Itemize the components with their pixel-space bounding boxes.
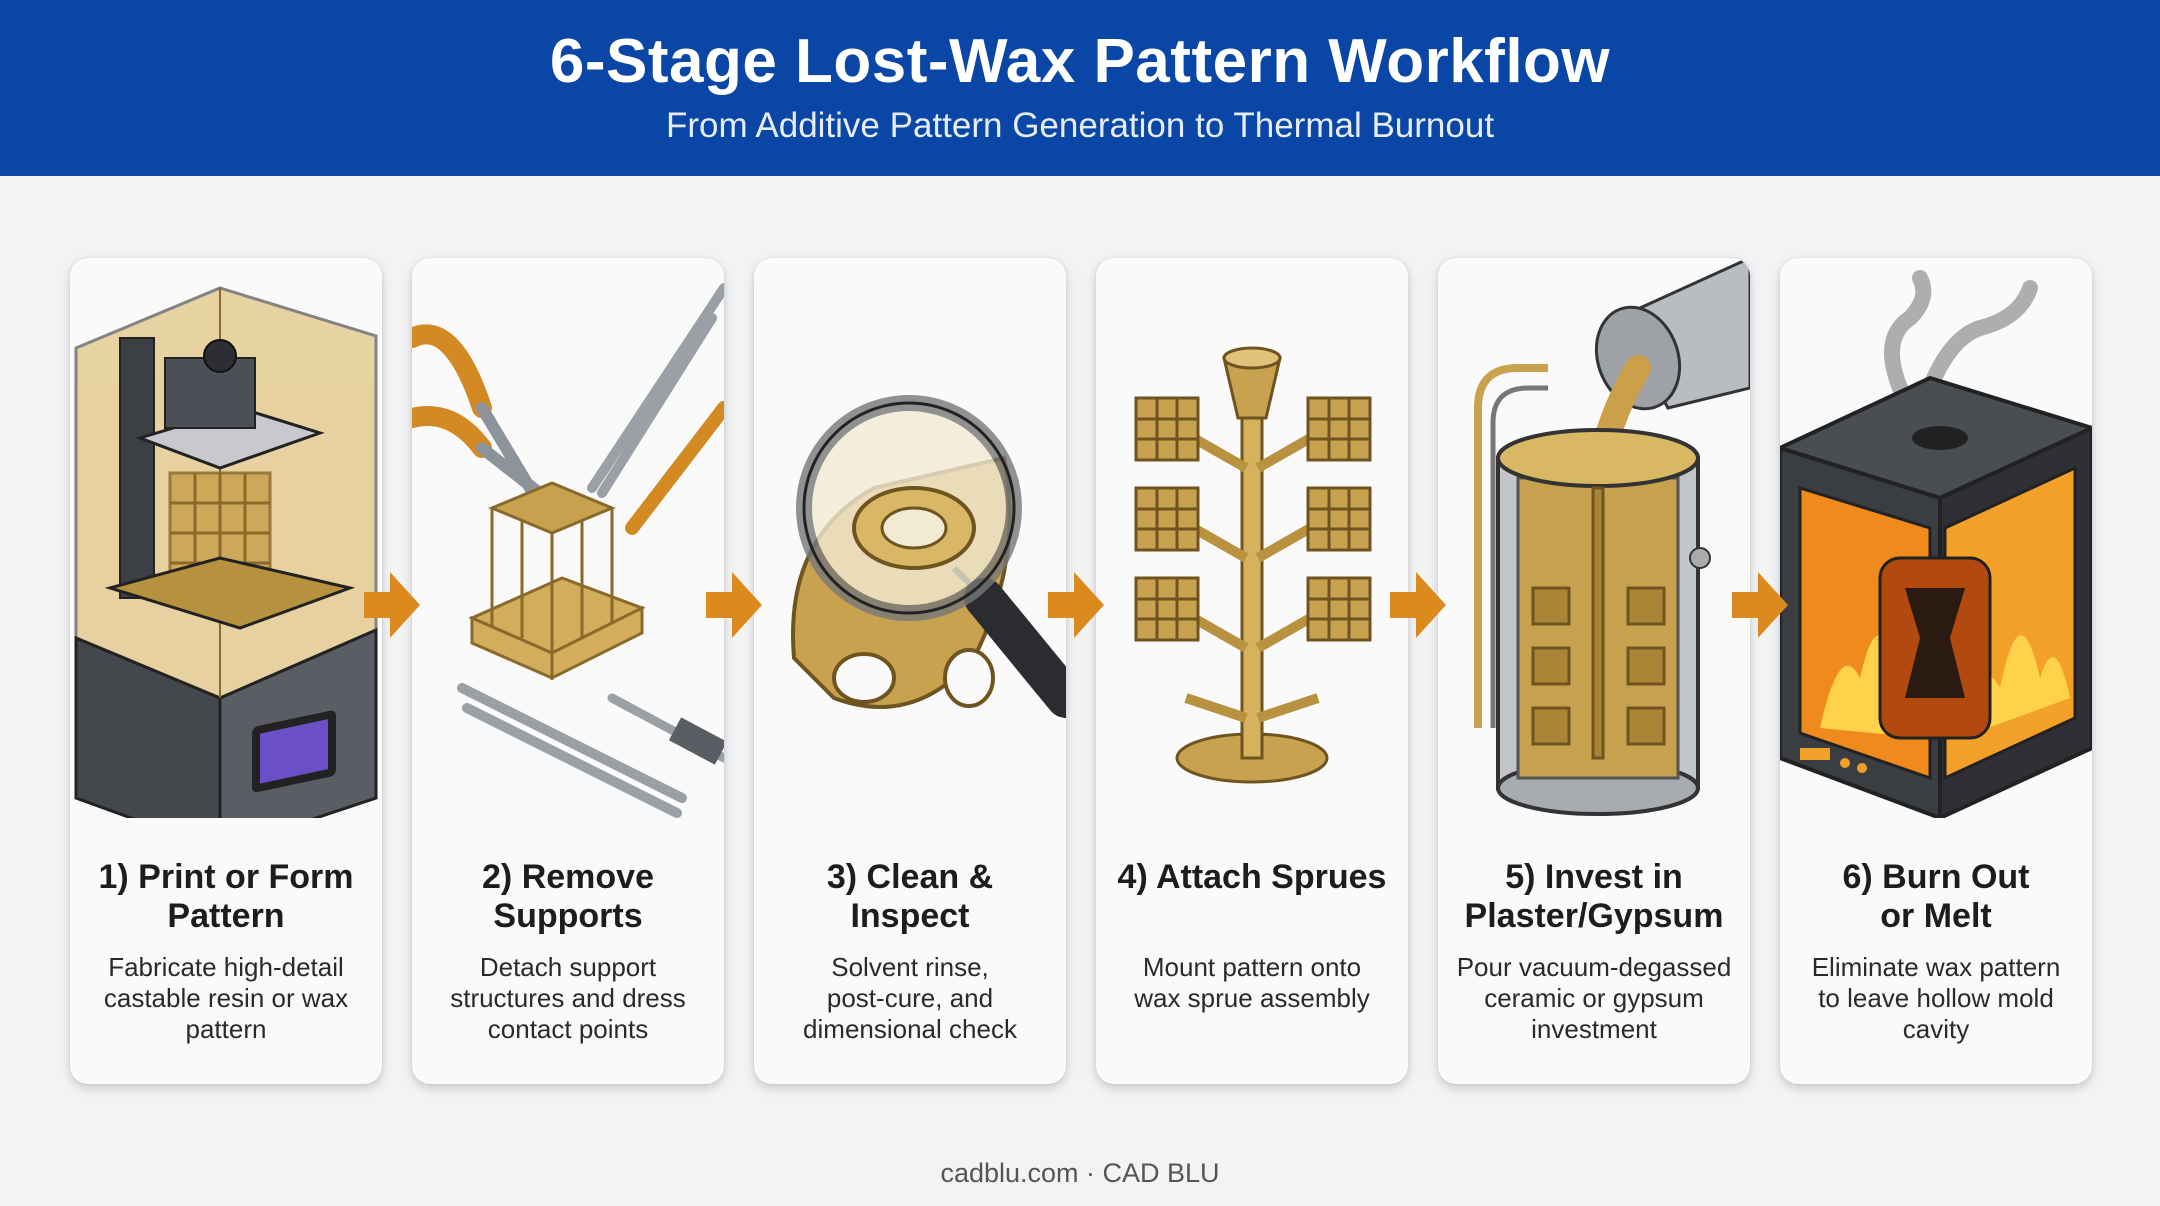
magnifying-glass-ring-icon xyxy=(791,395,1066,718)
stage-4-title: 4) Attach Sprues xyxy=(1117,858,1387,896)
flow-arrow-4-to-5 xyxy=(1390,572,1446,638)
flow-arrow-3-to-4 xyxy=(1048,572,1104,638)
flow-arrow-2-to-3 xyxy=(706,572,762,638)
header-banner: 6-Stage Lost-Wax Pattern Workflow From A… xyxy=(0,0,2160,176)
page-title: 6-Stage Lost-Wax Pattern Workflow xyxy=(549,27,1611,96)
flow-arrow-1-to-2 xyxy=(364,572,420,638)
pliers-and-tweezers-icon xyxy=(412,283,724,818)
flow-arrow-5-to-6 xyxy=(1732,572,1788,638)
burnout-furnace-icon xyxy=(1780,270,2092,818)
page-subtitle: From Additive Pattern Generation to Ther… xyxy=(665,106,1495,145)
investment-flask-icon xyxy=(1474,258,1750,816)
stage-card-3: 3) Clean &Inspect Solvent rinse,post-cur… xyxy=(754,258,1066,1084)
sprue-tree-icon xyxy=(1134,346,1372,784)
footer-credit[interactable]: cadblu.com · CAD BLU xyxy=(940,1158,1220,1188)
resin-3d-printer-icon xyxy=(74,286,378,818)
stage-3-title: 3) Clean &Inspect xyxy=(826,858,994,935)
